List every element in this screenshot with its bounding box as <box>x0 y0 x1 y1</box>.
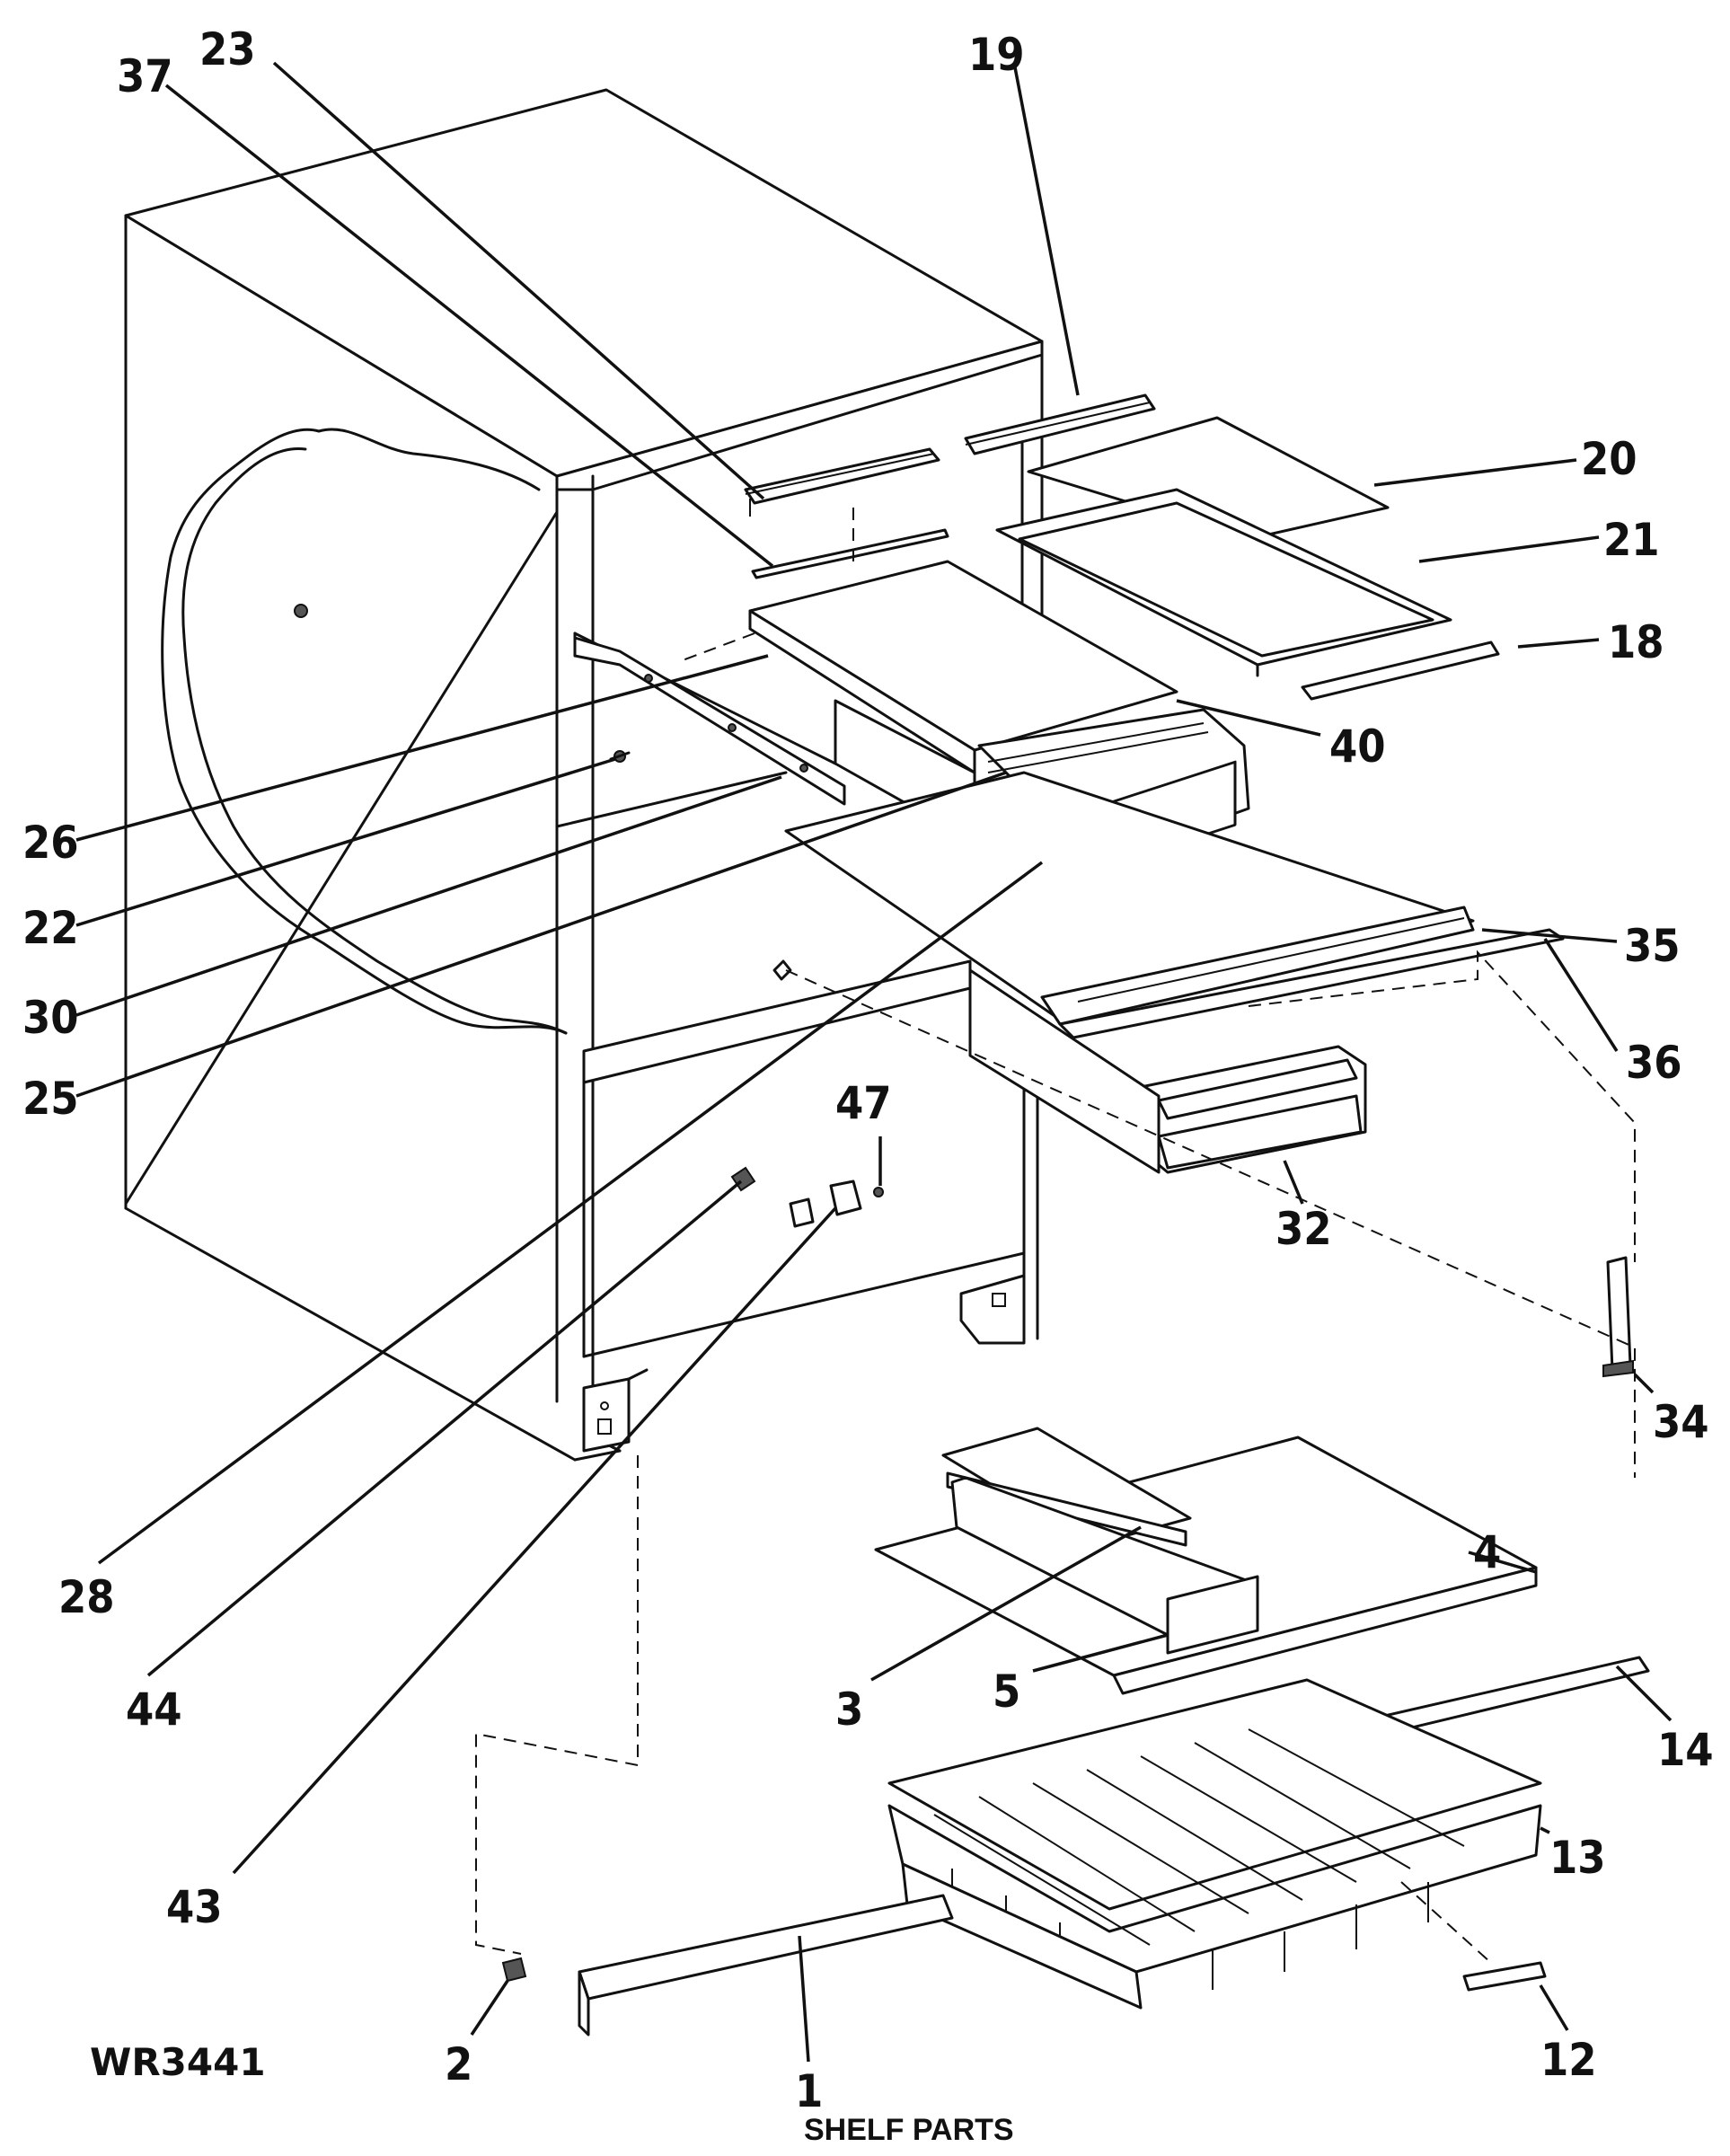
callout-5: 5 <box>993 1666 1020 1718</box>
callout-25: 25 <box>22 1073 79 1125</box>
callout-23: 23 <box>199 23 256 75</box>
small-hardware <box>730 1166 1634 1378</box>
callout-36: 36 <box>1626 1037 1682 1089</box>
callout-26: 26 <box>22 817 79 869</box>
callout-43: 43 <box>166 1881 223 1933</box>
callout-32: 32 <box>1275 1203 1332 1255</box>
callout-20: 20 <box>1581 433 1637 485</box>
callout-35: 35 <box>1624 920 1681 972</box>
callout-28: 28 <box>58 1571 115 1623</box>
callout-21: 21 <box>1603 514 1660 566</box>
callout-34: 34 <box>1653 1396 1709 1448</box>
lower-parts <box>501 1427 1650 2037</box>
callout-labels: 23 37 19 20 21 18 40 26 22 30 25 35 36 4… <box>22 23 1714 2117</box>
callout-3: 3 <box>835 1683 863 1736</box>
callout-18: 18 <box>1608 616 1664 668</box>
callout-47: 47 <box>835 1077 892 1129</box>
callout-2: 2 <box>445 2038 472 2090</box>
figure-caption: SHELF PARTS <box>804 2113 1014 2147</box>
callout-14: 14 <box>1657 1724 1714 1776</box>
guide-lines <box>475 508 1636 1964</box>
cabinet-outline <box>124 88 1044 1462</box>
drawing-reference: WR3441 <box>90 2040 266 2084</box>
upper-shelf-parts <box>573 393 1500 887</box>
callout-22: 22 <box>22 902 79 954</box>
callout-1: 1 <box>795 2065 823 2117</box>
leader-lines <box>75 61 1673 2063</box>
callout-12: 12 <box>1540 2034 1597 2086</box>
callout-4: 4 <box>1473 1526 1501 1578</box>
callout-30: 30 <box>22 992 79 1044</box>
callout-19: 19 <box>968 29 1025 81</box>
callout-40: 40 <box>1329 720 1386 773</box>
callout-13: 13 <box>1549 1832 1606 1884</box>
callout-37: 37 <box>117 50 173 102</box>
middle-shelf-parts <box>772 771 1565 1174</box>
callout-44: 44 <box>126 1683 182 1736</box>
